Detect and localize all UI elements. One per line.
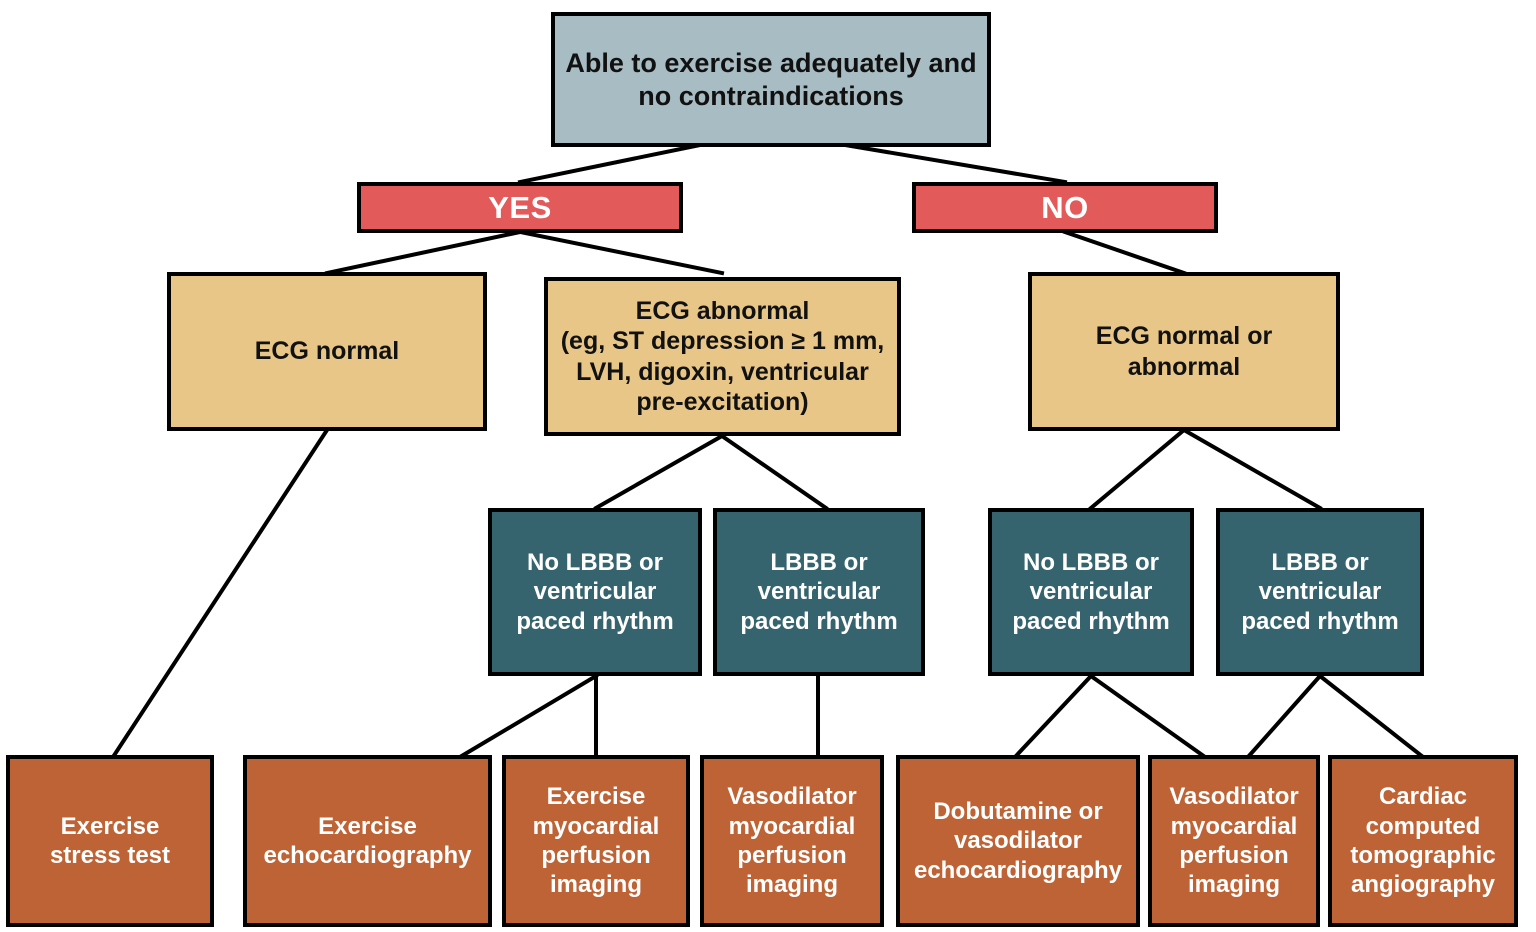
node-test-dobutamine-or-vasodilator-echocardiography: Dobutamine or vasodilator echocardiograp…: [896, 755, 1140, 927]
node-decision-no: NO: [912, 182, 1218, 233]
edge-no-ecgboth: [1062, 229, 1187, 276]
node-test-exercise-stress-test: Exercise stress test: [6, 755, 214, 927]
node-root-able-to-exercise: Able to exercise adequately and no contr…: [551, 12, 991, 147]
edge-ecgboth-nolbbb: [1088, 427, 1187, 511]
node-test-vasodilator-myocardial-perfusion-imaging-right: Vasodilator myocardial perfusion imaging: [1148, 755, 1320, 927]
edge-yes-ecgabnormal: [517, 229, 725, 276]
edge-root-yes: [517, 142, 703, 185]
node-test-vasodilator-myocardial-perfusion-imaging-left: Vasodilator myocardial perfusion imaging: [700, 755, 884, 927]
edge-nolbbbR-vasompi: [1088, 673, 1208, 760]
edge-yes-ecgnormal: [324, 229, 523, 276]
edge-ecgabn-nolbbb: [593, 433, 725, 511]
edge-root-no: [842, 142, 1068, 185]
node-test-exercise-echocardiography: Exercise echocardiography: [243, 755, 492, 927]
edge-lbbbR-vasompi: [1245, 673, 1323, 760]
node-rhythm-no-lbbb-right: No LBBB or ventricular paced rhythm: [988, 508, 1194, 676]
node-ecg-abnormal: ECG abnormal (eg, ST depression ≥ 1 mm, …: [544, 277, 901, 436]
node-rhythm-lbbb-right: LBBB or ventricular paced rhythm: [1216, 508, 1424, 676]
node-rhythm-no-lbbb-left: No LBBB or ventricular paced rhythm: [488, 508, 702, 676]
node-ecg-normal-or-abnormal: ECG normal or abnormal: [1028, 272, 1340, 431]
edge-ecgabn-lbbb: [719, 433, 829, 511]
edge-ecgboth-lbbb: [1181, 427, 1323, 511]
node-test-exercise-myocardial-perfusion-imaging: Exercise myocardial perfusion imaging: [502, 755, 690, 927]
edge-ecgnormal-exstress: [110, 427, 330, 760]
edge-nolbbbL-execho: [457, 673, 599, 760]
node-ecg-normal: ECG normal: [167, 272, 487, 431]
edge-lbbbR-cta: [1317, 673, 1426, 760]
node-rhythm-lbbb-left: LBBB or ventricular paced rhythm: [713, 508, 925, 676]
edge-nolbbbR-dobecho: [1012, 673, 1094, 760]
node-decision-yes: YES: [357, 182, 683, 233]
node-test-cardiac-computed-tomographic-angiography: Cardiac computed tomographic angiography: [1328, 755, 1518, 927]
